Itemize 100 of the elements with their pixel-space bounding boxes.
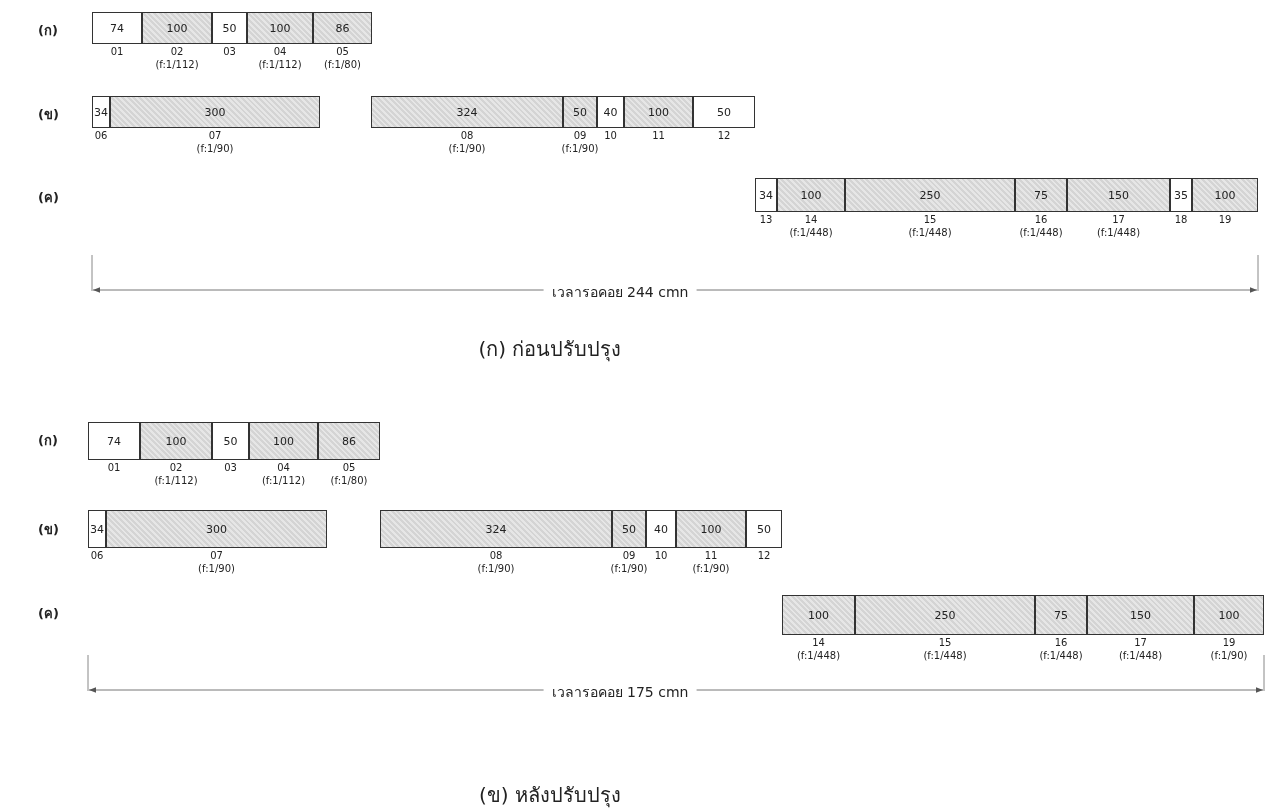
frequency-note: (f:1/80) <box>324 59 361 71</box>
duration-value: 50 <box>222 21 237 35</box>
step-number: 09 <box>622 550 636 562</box>
duration-value: 75 <box>1054 608 1068 622</box>
time-bar <box>212 12 247 44</box>
hatched-time-bar <box>106 510 327 548</box>
time-bar <box>693 96 755 128</box>
frequency-note: (f:1/80) <box>330 475 368 487</box>
row-label: (ก) <box>38 432 58 450</box>
duration-value: 50 <box>717 105 731 119</box>
duration-value: 50 <box>622 522 636 536</box>
frequency-note: (f:1/90) <box>1210 650 1248 662</box>
frequency-note: (f:1/448) <box>908 227 952 239</box>
step-number: 16 <box>1054 637 1068 649</box>
step-number: 01 <box>110 46 124 58</box>
duration-value: 150 <box>1108 188 1129 202</box>
step-number: 05 <box>342 462 356 474</box>
hatched-time-bar <box>1015 178 1067 212</box>
hatched-time-bar <box>777 178 845 212</box>
step-number: 08 <box>460 130 474 142</box>
duration-value: 250 <box>919 188 941 202</box>
duration-value: 100 <box>1214 188 1236 202</box>
frequency-note: (f:1/448) <box>1118 650 1163 662</box>
hatched-time-bar <box>612 510 646 548</box>
frequency-note: (f:1/448) <box>1019 227 1063 239</box>
duration-value: 50 <box>757 522 771 536</box>
duration-value: 74 <box>110 21 124 35</box>
step-number: 08 <box>489 550 503 562</box>
step-number: 07 <box>208 130 222 142</box>
time-bar <box>646 510 676 548</box>
hatched-time-bar <box>1194 595 1264 635</box>
duration-value: 150 <box>1130 608 1151 622</box>
step-number: 13 <box>759 214 773 226</box>
frequency-note: (f:1/448) <box>923 650 967 662</box>
duration-value: 40 <box>654 522 668 536</box>
frequency-note: (f:1/448) <box>1039 650 1083 662</box>
duration-value: 300 <box>204 105 226 119</box>
duration-value: 100 <box>700 522 722 536</box>
time-bar <box>597 96 624 128</box>
duration-value: 100 <box>273 434 294 448</box>
time-bar <box>1170 178 1192 212</box>
frequency-note: (f:1/448) <box>796 650 841 662</box>
hatched-time-bar <box>1192 178 1258 212</box>
step-number: 10 <box>604 130 617 142</box>
duration-value: 74 <box>107 434 121 448</box>
duration-value: 75 <box>1034 188 1048 202</box>
hatched-time-bar <box>782 595 855 635</box>
duration-value: 250 <box>934 608 956 622</box>
frequency-note: (f:1/448) <box>789 227 833 239</box>
duration-value: 100 <box>166 21 188 35</box>
hatched-time-bar <box>380 510 612 548</box>
duration-value: 34 <box>759 188 773 202</box>
duration-value: 86 <box>342 434 356 448</box>
duration-value: 100 <box>648 105 669 119</box>
frequency-note: (f:1/448) <box>1096 227 1141 239</box>
step-number: 06 <box>90 550 104 562</box>
hatched-time-bar <box>1087 595 1194 635</box>
frequency-note: (f:1/112) <box>155 59 199 71</box>
hatched-time-bar <box>110 96 320 128</box>
row-label: (ข) <box>38 521 59 539</box>
step-number: 02 <box>169 462 183 474</box>
hatched-time-bar <box>855 595 1035 635</box>
row-label: (ข) <box>38 106 59 124</box>
duration-value: 100 <box>165 434 187 448</box>
time-bar <box>212 422 249 460</box>
hatched-time-bar <box>140 422 212 460</box>
step-number: 18 <box>1174 214 1188 226</box>
hatched-time-bar <box>318 422 380 460</box>
step-number: 11 <box>704 550 718 562</box>
hatched-time-bar <box>624 96 693 128</box>
duration-value: 100 <box>800 188 822 202</box>
hatched-time-bar <box>313 12 372 44</box>
step-number: 04 <box>277 462 290 474</box>
step-number: 14 <box>812 637 825 649</box>
duration-value: 324 <box>456 105 478 119</box>
hatched-time-bar <box>563 96 597 128</box>
step-number: 17 <box>1112 214 1125 226</box>
frequency-note: (f:1/112) <box>261 475 306 487</box>
step-number: 12 <box>757 550 771 562</box>
frequency-note: (f:1/90) <box>448 143 486 155</box>
step-number: 19 <box>1222 637 1236 649</box>
frequency-note: (f:1/90) <box>692 563 730 575</box>
time-bar <box>755 178 777 212</box>
time-bar <box>92 12 142 44</box>
step-number: 04 <box>273 46 287 58</box>
step-number: 16 <box>1034 214 1048 226</box>
step-number: 03 <box>224 462 237 474</box>
frequency-note: (f:1/90) <box>477 563 515 575</box>
step-number: 03 <box>223 46 236 58</box>
step-number: 19 <box>1218 214 1232 226</box>
step-number: 11 <box>652 130 665 142</box>
step-number: 15 <box>938 637 952 649</box>
hatched-time-bar <box>1035 595 1087 635</box>
duration-value: 324 <box>485 522 507 536</box>
duration-value: 100 <box>808 608 829 622</box>
step-number: 10 <box>654 550 668 562</box>
frequency-note: (f:1/90) <box>196 143 234 155</box>
time-bar <box>88 510 106 548</box>
hatched-time-bar <box>845 178 1015 212</box>
duration-value: 34 <box>94 105 108 119</box>
